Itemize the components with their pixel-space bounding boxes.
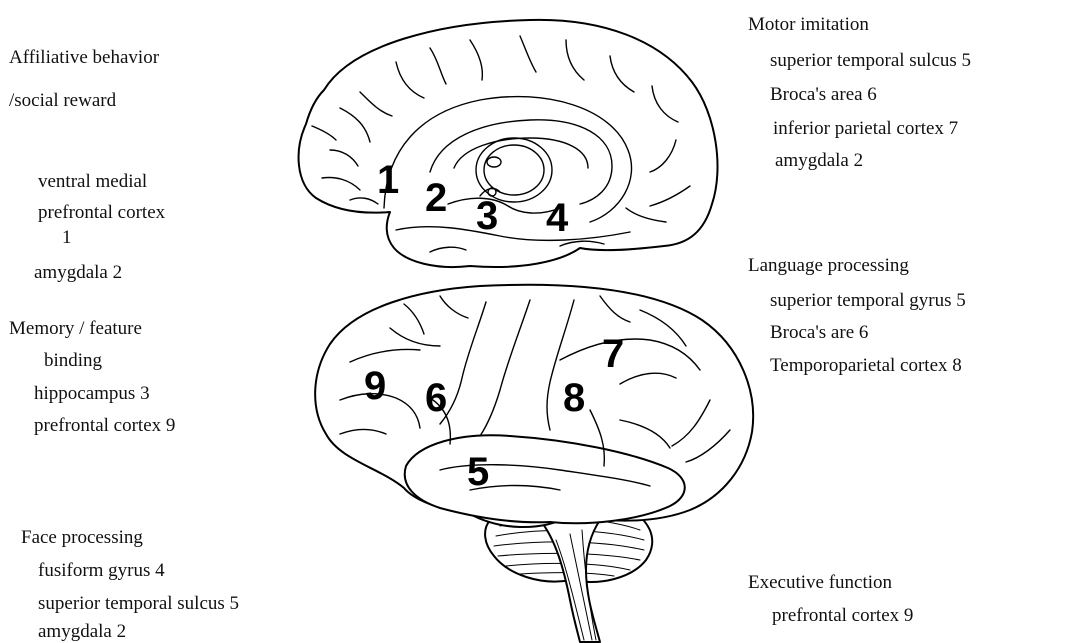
lateral-label-5: 5 [467,452,489,492]
lateral-label-6: 6 [425,378,447,418]
affiliative-title-line2: /social reward [9,90,116,112]
motor-title: Motor imitation [748,14,869,36]
medial-brain-outline [299,20,718,267]
medial-label-1: 1 [377,160,399,200]
affiliative-item-vmpfc-number: 1 [62,227,72,249]
executive-title: Executive function [748,572,892,594]
medial-label-4: 4 [546,198,568,238]
lateral-label-8: 8 [563,378,585,418]
affiliative-item-vmpfc-line2: prefrontal cortex [38,202,165,224]
motor-item-amygdala: amygdala 2 [775,150,863,172]
medial-label-2: 2 [425,178,447,218]
memory-item-prefrontal: prefrontal cortex 9 [34,415,175,437]
lateral-brain-view [315,285,753,642]
language-item-stg: superior temporal gyrus 5 [770,290,966,312]
face-item-fusiform: fusiform gyrus 4 [38,560,165,582]
face-title: Face processing [21,527,143,549]
lateral-label-7: 7 [602,334,624,374]
medial-label-3: 3 [476,196,498,236]
affiliative-item-amygdala: amygdala 2 [34,262,122,284]
motor-item-sts: superior temporal sulcus 5 [770,50,971,72]
motor-item-broca: Broca's area 6 [770,84,877,106]
motor-item-parietal: inferior parietal cortex 7 [773,118,958,140]
language-item-temporoparietal: Temporoparietal cortex 8 [770,355,962,377]
executive-item-prefrontal: prefrontal cortex 9 [772,605,913,627]
memory-item-hippocampus: hippocampus 3 [34,383,150,405]
affiliative-title-line1: Affiliative behavior [9,47,159,69]
affiliative-item-vmpfc-line1: ventral medial [38,171,147,193]
lateral-label-9: 9 [364,366,386,406]
language-item-broca: Broca's are 6 [770,322,868,344]
face-item-amygdala: amygdala 2 [38,621,126,643]
medial-brain-view [299,20,718,267]
language-title: Language processing [748,255,909,277]
memory-title-line2: binding [44,350,102,372]
memory-title-line1: Memory / feature [9,318,142,340]
face-item-sts: superior temporal sulcus 5 [38,593,239,615]
